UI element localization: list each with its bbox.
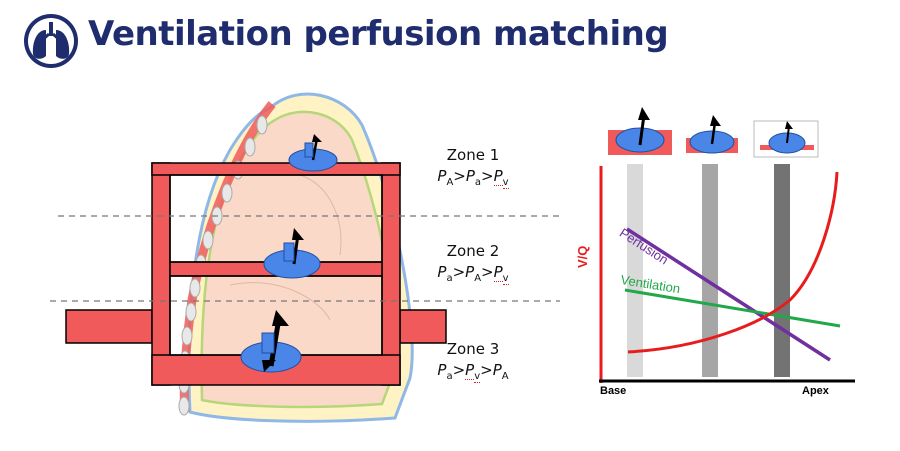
x-axis-end-label: Apex	[802, 385, 829, 397]
eq-op: >	[481, 167, 494, 185]
eq-sub: A	[501, 371, 509, 382]
perfusion-line	[626, 227, 831, 362]
eq-symbol: P	[437, 361, 447, 379]
eq-symbol: P	[465, 263, 475, 281]
zone-name: Zone 3	[446, 340, 500, 358]
eq-symbol: P	[437, 263, 447, 281]
eq-sub: v	[502, 177, 509, 189]
eq-symbol: P	[465, 361, 475, 380]
page-title: Ventilation perfusion matching	[88, 14, 669, 54]
eq-sub: a	[446, 273, 453, 284]
alveolus-zone-2	[263, 228, 321, 279]
alveolus-zone-1	[288, 134, 338, 172]
eq-symbol: P	[493, 263, 503, 282]
eq-op: >	[480, 361, 493, 379]
eq-symbol: P	[492, 361, 502, 379]
eq-sub: a	[446, 371, 453, 382]
alveolus-zone-3	[240, 310, 302, 373]
eq-sub: a	[474, 177, 482, 188]
eq-sub: v	[502, 273, 509, 285]
zone-equation: Pa>Pv>PA	[403, 361, 543, 383]
eq-sub: A	[474, 273, 482, 284]
zone-equation: Pa>PA>Pv	[403, 263, 543, 285]
ventilation-line	[624, 288, 841, 328]
eq-op: >	[453, 167, 466, 185]
zone-1-label: Zone 1 PA>Pa>Pv	[403, 146, 543, 189]
eq-op: >	[452, 361, 466, 379]
vq-graph	[599, 107, 855, 383]
eq-sub: A	[446, 177, 454, 188]
x-axis-start-label: Base	[600, 385, 627, 397]
eq-op: >	[452, 263, 466, 281]
zone-2-label: Zone 2 Pa>PA>Pv	[403, 242, 543, 285]
lungs-icon	[24, 14, 78, 68]
zone-name: Zone 2	[446, 242, 500, 260]
vq-curve	[627, 171, 839, 354]
eq-symbol: P	[437, 167, 447, 185]
zone-3-label: Zone 3 Pa>Pv>PA	[403, 340, 543, 383]
eq-symbol: P	[493, 167, 503, 186]
eq-symbol: P	[465, 167, 475, 185]
y-axis-label: V/Q	[575, 245, 590, 268]
zone-equation: PA>Pa>Pv	[403, 167, 543, 189]
eq-op: >	[481, 263, 494, 281]
zone-name: Zone 1	[446, 146, 500, 164]
eq-sub: v	[474, 371, 481, 383]
